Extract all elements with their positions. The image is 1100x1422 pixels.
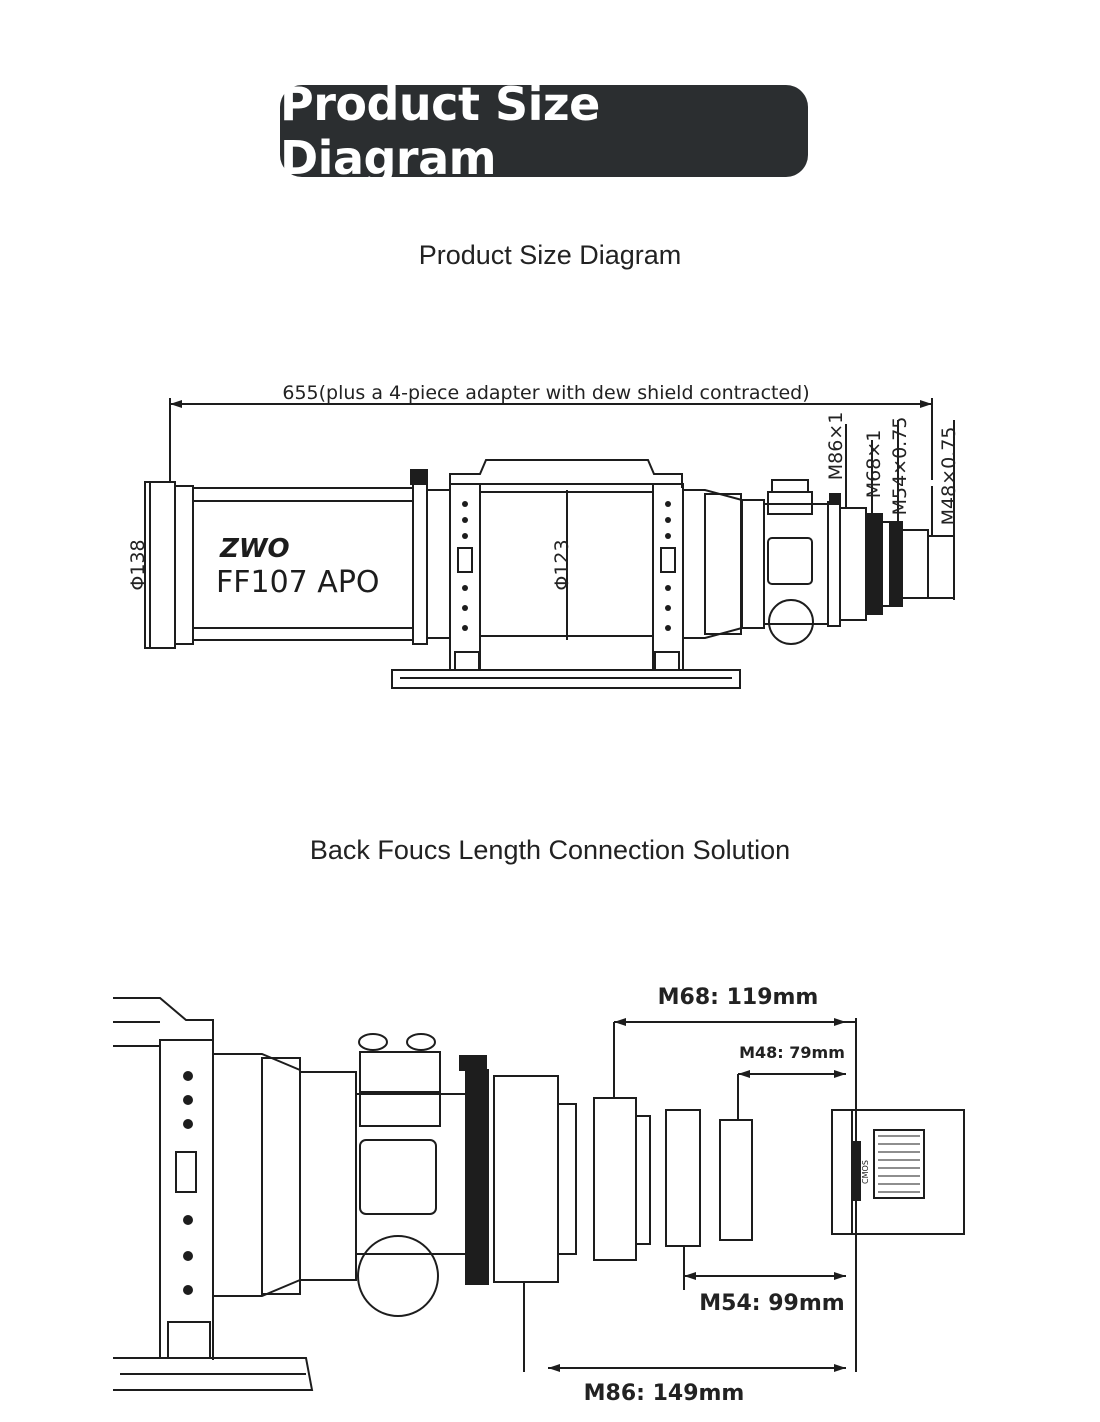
m86-adapter <box>493 1075 559 1283</box>
thread-label-m68: M68×1 <box>863 430 885 499</box>
dovetail-bar <box>391 669 741 689</box>
m54-length-label: M54: 99mm <box>699 1291 844 1316</box>
sensor-label: CMOS <box>861 1160 870 1184</box>
focus-knob-exploded <box>357 1235 439 1317</box>
page-title: Product Size Diagram <box>280 77 600 185</box>
m68-adapter <box>593 1097 637 1261</box>
dovetail-front <box>113 1357 314 1391</box>
tube-diameter-label: Φ123 <box>551 539 573 590</box>
thread-label-m54: M54×0.75 <box>889 417 911 516</box>
thread-label-m48: M48×0.75 <box>938 427 960 526</box>
m48-length-label: M48: 79mm <box>739 1043 845 1062</box>
front-diameter-label: Φ138 <box>127 539 149 590</box>
m48-adapter-exploded <box>719 1119 753 1241</box>
focus-knob <box>768 599 814 645</box>
m48-adapter <box>927 535 955 599</box>
length-label: 655(plus a 4-piece adapter with dew shie… <box>282 382 809 404</box>
ring-front <box>159 1039 214 1359</box>
title-banner: Product Size Diagram <box>280 77 808 185</box>
ring-right <box>652 483 684 671</box>
focuser-lock-exploded <box>359 1051 441 1093</box>
m68-length-label: M68: 119mm <box>658 985 819 1010</box>
m86-length-label: M86: 149mm <box>584 1381 745 1406</box>
focuser-body <box>763 503 829 625</box>
focuser-exploded <box>355 1093 467 1255</box>
ring-left <box>449 483 481 671</box>
thread-label-m86: M86×1 <box>825 412 847 481</box>
section1-heading: Product Size Diagram <box>418 240 682 270</box>
section2-heading: Back Foucs Length Connection Solution <box>309 835 791 865</box>
m54-adapter <box>665 1109 701 1247</box>
telescope-side-view <box>144 398 955 689</box>
brand-logo: ZWO <box>219 534 290 564</box>
backfocus-exploded-view <box>113 997 965 1391</box>
model-name: FF107 APO <box>216 565 380 600</box>
main-tube <box>192 487 414 641</box>
carry-handle <box>449 459 683 488</box>
